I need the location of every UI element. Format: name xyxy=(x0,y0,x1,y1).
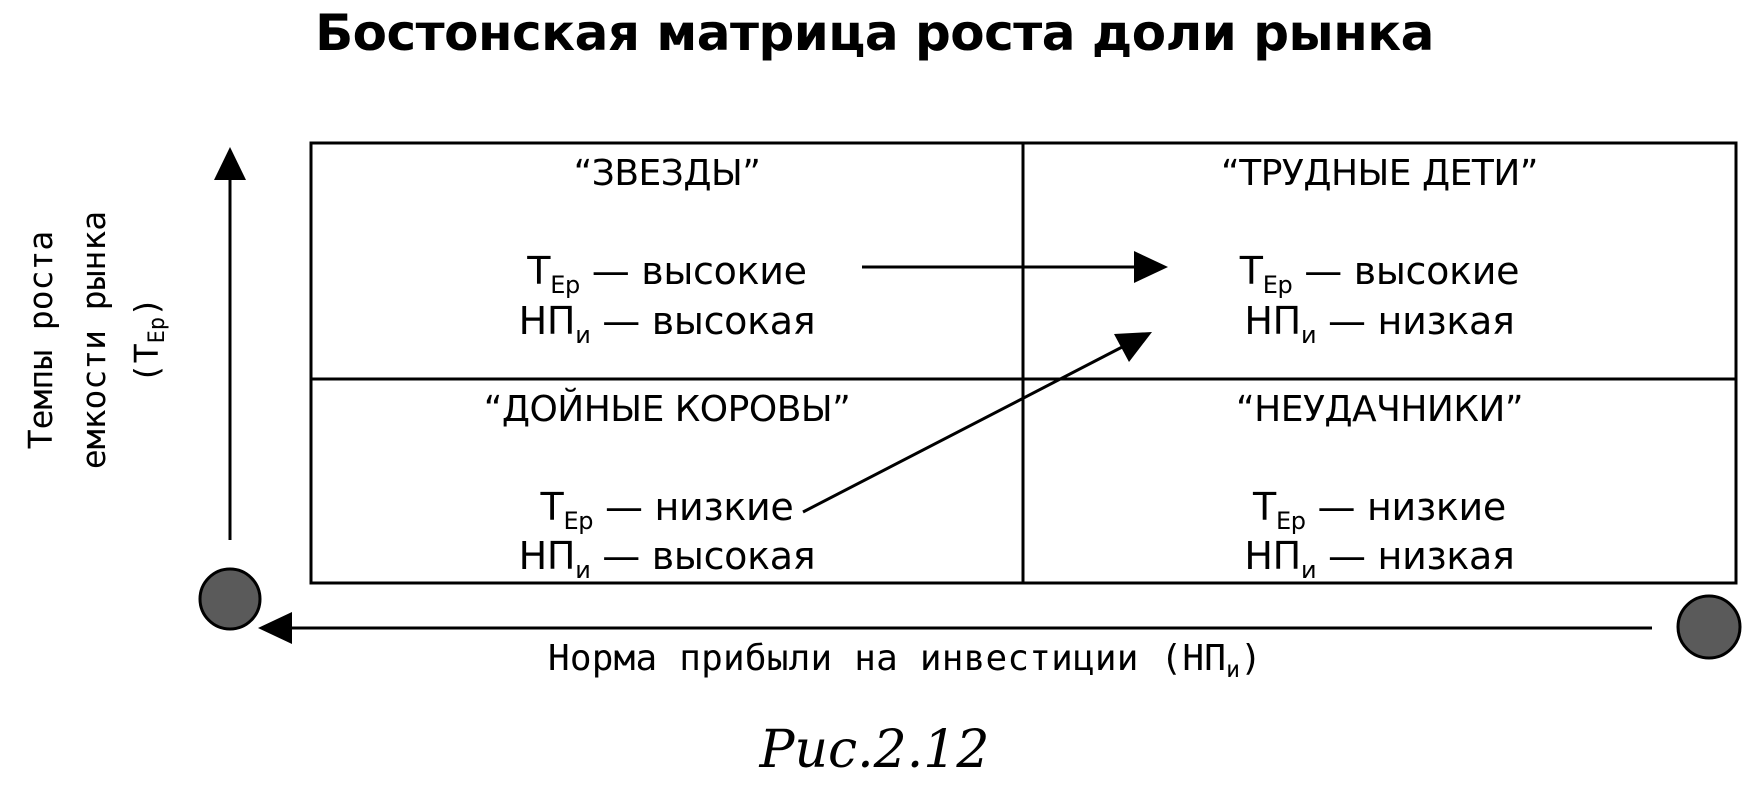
quadrant-stars-growth: ТЕр — высокие xyxy=(527,249,807,299)
diagram-title: Бостонская матрица роста доли рынка xyxy=(315,4,1434,62)
y-axis-label: Темпы роста емкости рынка (ТЕр) xyxy=(21,210,170,470)
cash-cows-to-problem-children-arrow xyxy=(802,342,1129,514)
quadrant-problem-children: “ТРУДНЫЕ ДЕТИ” ТЕр — высокие НПи — низка… xyxy=(1023,143,1736,379)
quadrant-cash-cows-return: НПи — высокая xyxy=(518,534,816,584)
quadrant-cash-cows: “ДОЙНЫЕ КОРОВЫ” ТЕр — низкие НПи — высок… xyxy=(311,379,1023,583)
y-axis-arrowhead xyxy=(214,147,246,180)
quadrant-problem-children-growth: ТЕр — высокие xyxy=(1239,249,1520,299)
figure-caption: Рис.2.12 xyxy=(759,720,990,780)
quadrant-cash-cows-title: “ДОЙНЫЕ КОРОВЫ” xyxy=(483,389,851,430)
quadrant-stars-title: “ЗВЕЗДЫ” xyxy=(573,153,761,194)
quadrant-dogs: “НЕУДАЧНИКИ” ТЕр — низкие НПи — низкая xyxy=(1023,379,1736,583)
x-axis-end-circle xyxy=(1676,594,1742,660)
quadrant-stars-return: НПи — высокая xyxy=(518,299,816,349)
quadrant-problem-children-return: НПи — низкая xyxy=(1244,299,1515,349)
origin-circle xyxy=(198,567,262,631)
x-axis-arrowhead xyxy=(258,612,292,644)
quadrant-dogs-growth: ТЕр — низкие xyxy=(1253,485,1506,535)
cash-cows-to-problem-children-arrowhead xyxy=(1114,332,1152,362)
quadrant-dogs-return: НПи — низкая xyxy=(1244,534,1515,584)
quadrant-stars: “ЗВЕЗДЫ” ТЕр — высокие НПи — высокая xyxy=(311,143,1023,379)
quadrant-problem-children-title: “ТРУДНЫЕ ДЕТИ” xyxy=(1221,153,1538,194)
quadrant-cash-cows-growth: ТЕр — низкие xyxy=(540,485,794,535)
quadrant-dogs-title: “НЕУДАЧНИКИ” xyxy=(1236,389,1523,430)
stars-to-problem-children-arrowhead xyxy=(1134,251,1168,283)
x-axis-label: Норма прибыли на инвестиции (НПи) xyxy=(548,638,1263,683)
